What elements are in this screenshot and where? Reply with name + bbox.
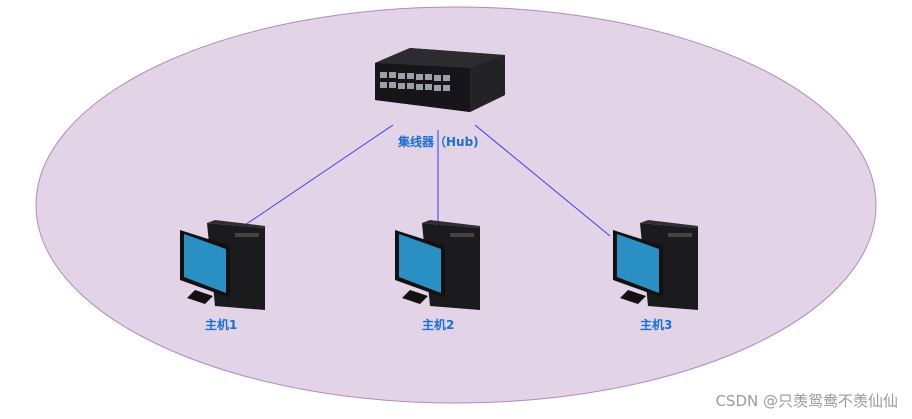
host1-label: 主机1	[205, 318, 238, 332]
link-hub-host3	[474, 124, 611, 237]
host3-computer-icon	[613, 220, 698, 310]
hub-label: 集线器（Hub)	[398, 135, 479, 149]
watermark: CSDN @只羡鸳鸯不羡仙仙	[715, 392, 898, 410]
host3-label: 主机3	[640, 318, 673, 332]
host2-label: 主机2	[422, 318, 455, 332]
link-hub-host1	[244, 124, 394, 226]
host1-computer-icon	[180, 220, 265, 310]
hub-icon	[375, 48, 505, 112]
host2-computer-icon	[395, 220, 480, 310]
